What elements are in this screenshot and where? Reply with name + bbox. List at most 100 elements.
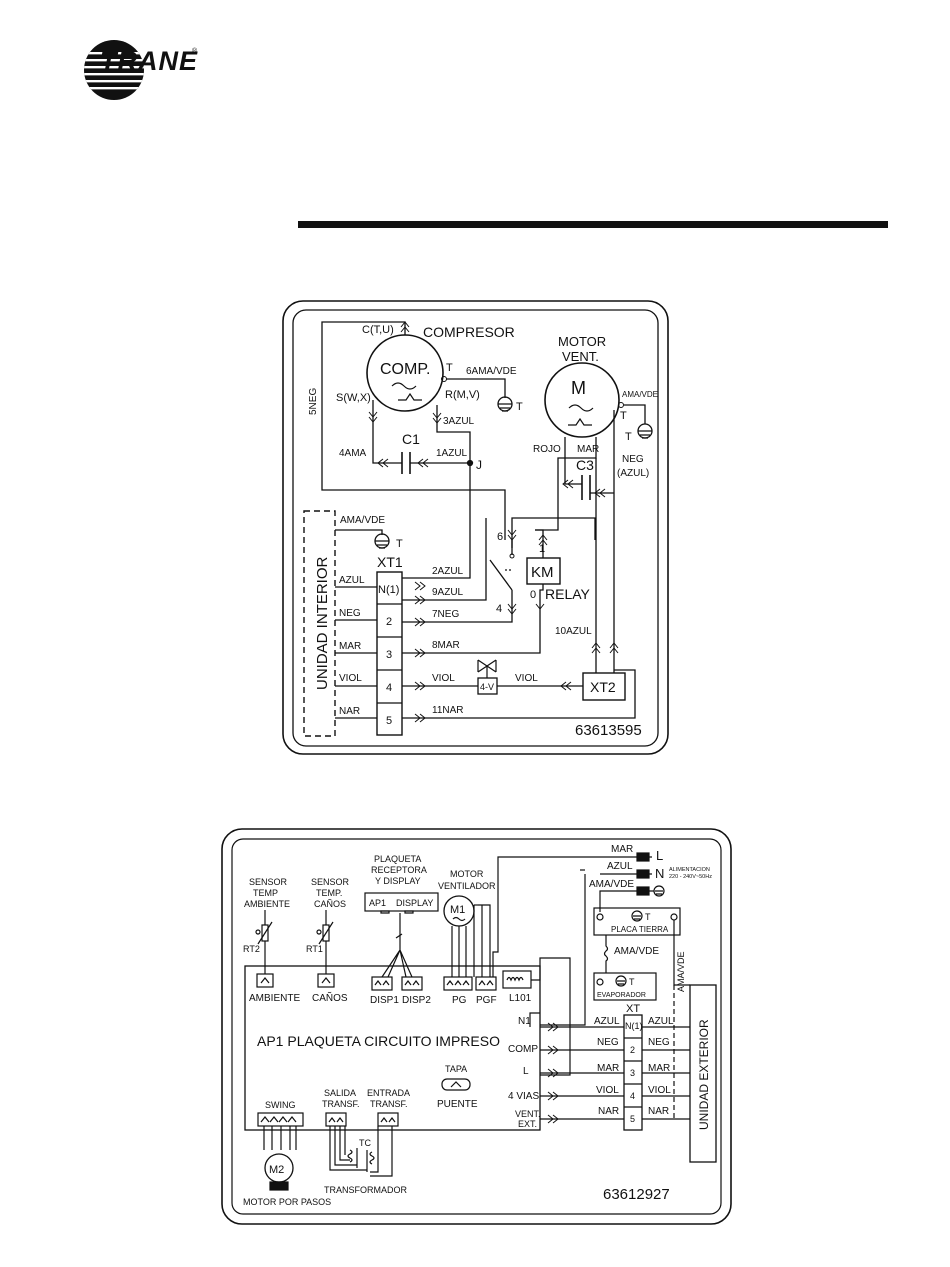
display-display: DISPLAY: [396, 898, 433, 908]
xt1-term-3: 3: [386, 649, 392, 661]
display-board-3: Y DISPLAY: [375, 876, 421, 886]
right-wire-azul: AZUL: [648, 1016, 674, 1027]
fan-motor-1: MOTOR: [450, 869, 484, 879]
left-wire-nar: NAR: [598, 1106, 619, 1117]
diagram2-inner-frame: [231, 838, 722, 1215]
comp-t-label: T: [446, 362, 453, 374]
indoor-unit-label: UNIDAD INTERIOR: [314, 556, 331, 690]
out-transf-2: TRANSF.: [322, 1099, 360, 1109]
wire-11-label: 11NAR: [432, 705, 464, 716]
conn-label-l101: L101: [509, 993, 532, 1004]
conn-label-pg: PG: [452, 995, 467, 1006]
in-transf-1: ENTRADA: [367, 1088, 410, 1098]
motor-t-label: T: [620, 410, 627, 422]
connector-disp2: [401, 976, 423, 991]
motor-ground-t: T: [625, 431, 632, 443]
right-wire-nar: NAR: [648, 1106, 669, 1117]
wire-7-label: 7NEG: [432, 609, 459, 620]
terminal-n: [636, 869, 650, 879]
wire-6-label: 6AMA/VDE: [466, 366, 517, 377]
connector-in-transf: [377, 1112, 399, 1127]
display-board-1: PLAQUETA: [374, 854, 421, 864]
xt-term-3: 3: [630, 1068, 635, 1078]
sensor-pipe-1: SENSOR: [311, 877, 350, 887]
display-board-box: [364, 892, 439, 912]
left-wire-viol: VIOL: [596, 1085, 619, 1096]
board-term-ext: EXT.: [518, 1119, 537, 1129]
comp-label: COMP.: [380, 361, 430, 378]
rt1-label: RT1: [306, 944, 323, 954]
cap-c3-label: C3: [576, 457, 594, 473]
left-wire-neg: NEG: [597, 1037, 619, 1048]
xt2-label: XT2: [590, 679, 616, 695]
sensor-amb-3: AMBIENTE: [244, 899, 290, 909]
out-transf-1: SALIDA: [324, 1088, 356, 1098]
supply-letter-n: N: [655, 866, 664, 881]
ground-plate: [593, 907, 681, 936]
diagram1-outer-frame: [282, 300, 669, 755]
connector-ambiente: [256, 973, 274, 988]
diagram2-code: 63612927: [603, 1186, 670, 1203]
display-board-2: RECEPTORA: [371, 865, 427, 875]
rojo-label: ROJO: [533, 444, 561, 455]
motor-ground-icon: [637, 423, 653, 439]
board-term-l: L: [523, 1066, 529, 1077]
sensor-pipe-3: CAÑOS: [314, 899, 346, 909]
xt1-label: XT1: [377, 554, 403, 570]
plate-t: T: [645, 912, 651, 922]
xt1-term-5: 5: [386, 715, 392, 727]
row-label-azul: AZUL: [339, 575, 365, 586]
sensor-amb-2: TEMP: [253, 888, 278, 898]
row-label-mar: MAR: [339, 641, 361, 652]
sensor-amb-1: SENSOR: [249, 877, 288, 887]
s-terminal-label: S(W,X): [336, 392, 371, 404]
m2-label: M2: [269, 1164, 284, 1176]
mar-label: MAR: [577, 444, 599, 455]
conn-label-ambiente: AMBIENTE: [249, 993, 300, 1004]
relay-0-label: 0: [530, 589, 536, 601]
outdoor-unit-box: [689, 984, 717, 1163]
motor-title-1: MOTOR: [558, 334, 606, 349]
connector-pg: [443, 976, 473, 991]
wire-2-label: 2AZUL: [432, 566, 464, 577]
right-wire-mar: MAR: [648, 1063, 670, 1074]
in-transf-2: TRANSF.: [370, 1099, 408, 1109]
thermistor-rt2-icon: [255, 921, 273, 945]
evaporator-box: [593, 972, 657, 1001]
ama-vde-label: AMA/VDE: [340, 515, 385, 526]
stepper-label: MOTOR POR PASOS: [243, 1197, 331, 1207]
xt-term-n1: N(1): [625, 1021, 643, 1031]
diagram1-inner-frame: [292, 309, 659, 747]
connector-pgf: [475, 976, 497, 991]
brand-registered-mark: ®: [192, 48, 198, 55]
capacitor-c3: [581, 475, 591, 500]
brand-name: TRANE: [100, 46, 198, 76]
inductor-l101-icon: [502, 970, 532, 989]
board-title: AP1 PLAQUETA CIRCUITO IMPRESO: [257, 1033, 500, 1049]
outdoor-unit-label: UNIDAD EXTERIOR: [697, 1019, 711, 1130]
right-wire-neg: NEG: [648, 1037, 670, 1048]
conn-label-canos: CAÑOS: [312, 991, 348, 1004]
evap-ground-icon: [615, 975, 627, 987]
motor-m-label: M: [571, 378, 586, 398]
evap-label: EVAPORADOR: [597, 992, 646, 999]
relay-4-label: 4: [496, 603, 502, 615]
xt2-terminal-block: [582, 672, 626, 701]
supply-azul: AZUL: [607, 861, 633, 872]
relay-6-label: 6: [497, 531, 503, 543]
transformer-label: TRANSFORMADOR: [324, 1185, 408, 1195]
board-term-comp: COMP: [508, 1044, 538, 1055]
compressor-title: COMPRESOR: [423, 324, 515, 340]
km-label: KM: [531, 564, 554, 581]
connector-canos: [317, 973, 335, 988]
terminal-l: [636, 852, 650, 862]
r-terminal-label: R(M,V): [445, 389, 480, 401]
trane-logo-icon: [84, 40, 144, 100]
xt-term-2: 2: [630, 1045, 635, 1055]
conn-label-disp1: DISP1: [370, 995, 399, 1006]
m1-label: M1: [450, 904, 465, 916]
wire-1-label: 1AZUL: [436, 448, 468, 459]
ground-icon: [497, 396, 513, 412]
motor-title-2: VENT.: [562, 349, 599, 364]
